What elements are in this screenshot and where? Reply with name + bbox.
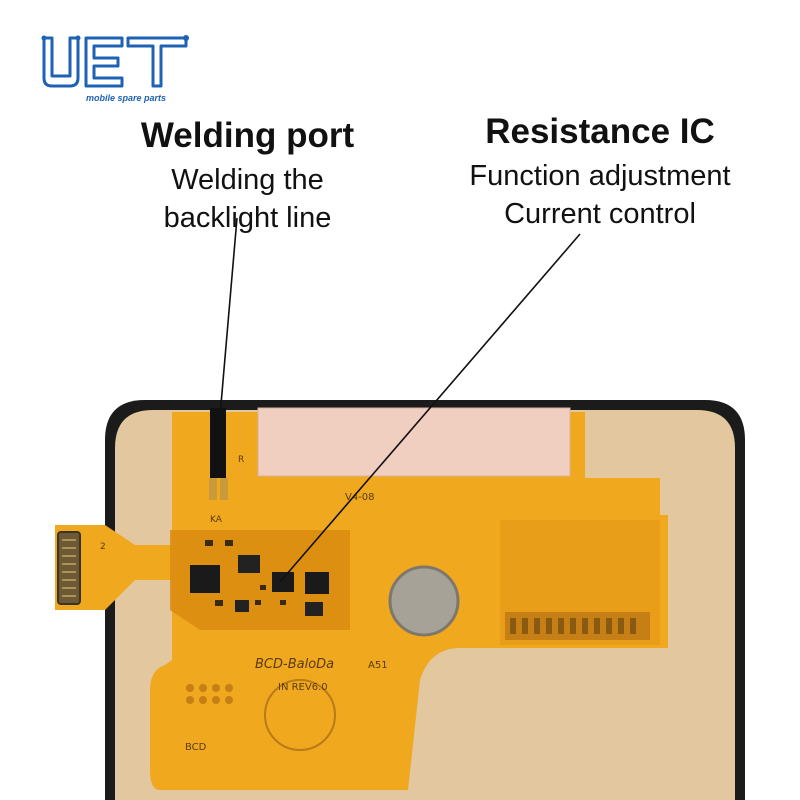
test-pads xyxy=(186,684,233,704)
callout-line: Current control xyxy=(504,198,696,230)
board-model: A51 xyxy=(368,660,388,671)
pad-row-pins xyxy=(510,618,636,634)
callout-line: Function adjustment xyxy=(469,160,731,192)
callout-resistance-ic: Resistance IC Function adjustment Curren… xyxy=(430,113,770,233)
welding-pad-1 xyxy=(209,478,217,500)
board-code: V4-08 xyxy=(345,492,375,503)
welding-pad-2 xyxy=(220,478,228,500)
callout-welding-port: Welding port Welding the backlight line xyxy=(95,117,400,237)
stamp-mark xyxy=(264,679,336,751)
welding-port-wire xyxy=(210,408,226,478)
brand-logo xyxy=(41,35,189,88)
board-pin-label-r: R xyxy=(238,455,244,465)
resistance-ic xyxy=(272,572,294,592)
ic-chip-5 xyxy=(305,602,323,616)
board-corner-label: BCD xyxy=(185,742,207,753)
leader-line-resistance-ic xyxy=(279,233,581,583)
smd-components xyxy=(205,540,286,606)
ic-chip-4 xyxy=(305,572,329,594)
board-pin-label-ka: KA xyxy=(210,515,223,525)
callout-line: Welding the xyxy=(171,164,324,196)
side-connector xyxy=(57,531,81,605)
ic-chip-6 xyxy=(235,600,249,612)
callout-title: Welding port xyxy=(140,116,355,155)
callout-description: Function adjustment Current control xyxy=(430,157,770,233)
callout-description: Welding the backlight line xyxy=(95,161,400,237)
callout-line: backlight line xyxy=(163,202,332,234)
pad-row xyxy=(505,612,650,640)
connector-pins xyxy=(62,539,76,597)
metal-disk xyxy=(388,565,460,637)
board-brand: BCD-BaloDa xyxy=(255,657,334,672)
board-revision: IN REV6.0 xyxy=(278,682,328,693)
board-connector-number: 2 xyxy=(100,542,106,552)
leader-line-welding-port xyxy=(219,217,238,417)
logo-tagline: mobile spare parts xyxy=(86,93,167,103)
callout-title: Resistance IC xyxy=(485,112,715,151)
protective-film xyxy=(257,407,571,477)
ic-chip-2 xyxy=(238,555,260,573)
ic-chip-1 xyxy=(190,565,220,593)
side-flex xyxy=(55,525,172,610)
